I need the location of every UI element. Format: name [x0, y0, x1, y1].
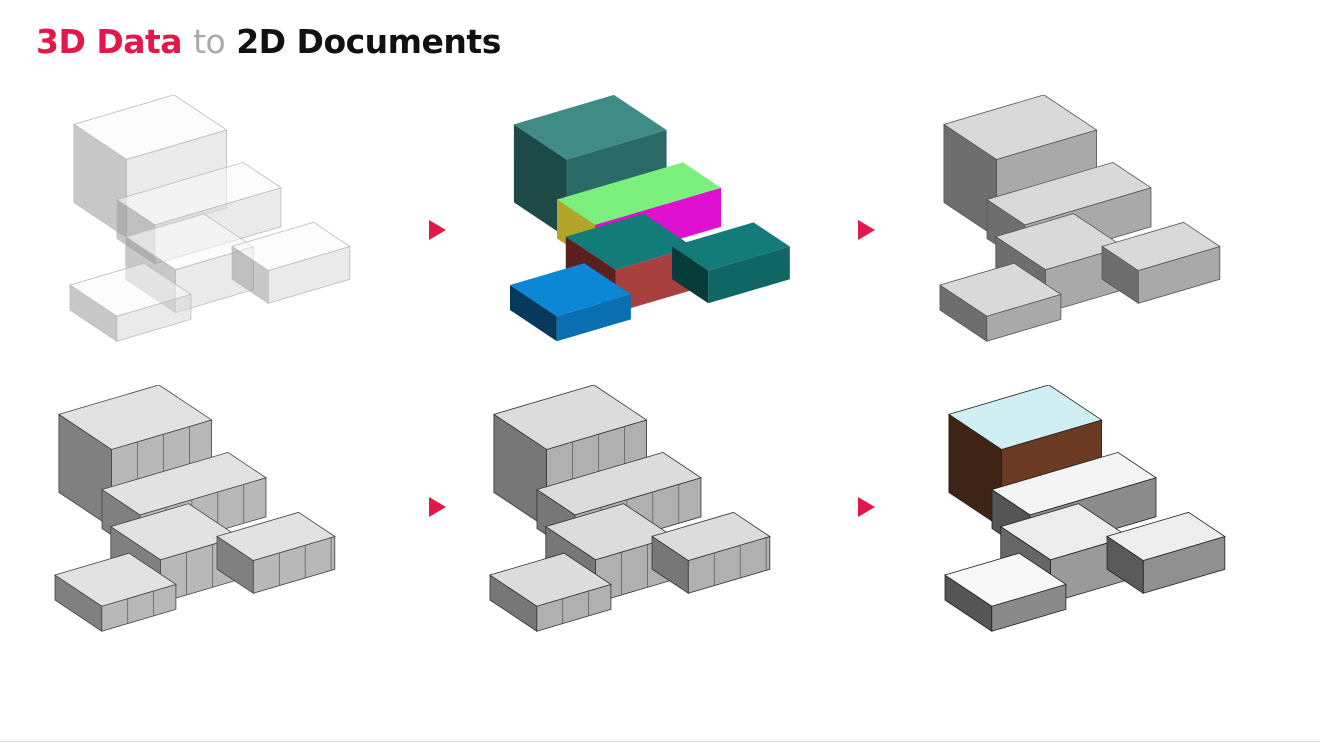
- page-title: 3D Data to 2D Documents: [36, 22, 501, 61]
- box-side-face: [510, 285, 557, 342]
- box-top-face: [492, 385, 648, 450]
- structure-grid-model: [54, 385, 336, 632]
- box-top-face: [101, 451, 267, 516]
- title-3d-data: 3D Data: [36, 22, 183, 61]
- box-top-face: [1101, 221, 1221, 271]
- box-top-face: [1106, 511, 1226, 561]
- detailed-gray-model: [489, 385, 771, 632]
- arrow-right-icon: [429, 497, 446, 517]
- box-top-face: [942, 95, 1098, 160]
- divider: [0, 741, 1320, 742]
- box-top-face: [672, 222, 790, 271]
- box-top-face: [513, 95, 667, 160]
- arrow-right-icon: [858, 497, 875, 517]
- title-to: to: [193, 22, 226, 61]
- box-top-face: [944, 552, 1067, 607]
- box-top-face: [72, 95, 228, 160]
- box-top-face: [947, 385, 1103, 450]
- box-front-face: [556, 294, 631, 342]
- title-2d-documents: 2D Documents: [236, 22, 501, 61]
- box-top-face: [651, 511, 771, 561]
- box-top-face: [510, 263, 631, 317]
- box-top-face: [939, 262, 1062, 317]
- box-top-face: [536, 451, 702, 516]
- arrow-right-icon: [429, 220, 446, 240]
- box-top-face: [116, 161, 282, 226]
- massing-colored-model: [510, 95, 790, 342]
- box-top-face: [231, 221, 351, 271]
- rendered-materials-model: [944, 385, 1226, 632]
- box-top-face: [991, 451, 1157, 516]
- box-front-face: [708, 246, 790, 304]
- box-top-face: [565, 213, 694, 270]
- arrow-right-icon: [858, 220, 875, 240]
- box-top-face: [489, 552, 612, 607]
- box-top-face: [57, 385, 213, 450]
- box-top-face: [986, 161, 1152, 226]
- box-side-face: [672, 246, 709, 304]
- massing-glass-model: [69, 95, 351, 342]
- box-top-face: [54, 552, 177, 607]
- box-top-face: [69, 262, 192, 317]
- massing-solid-model: [939, 95, 1221, 342]
- box-top-face: [556, 162, 721, 225]
- box-top-face: [216, 511, 336, 561]
- box-side-face: [513, 124, 567, 238]
